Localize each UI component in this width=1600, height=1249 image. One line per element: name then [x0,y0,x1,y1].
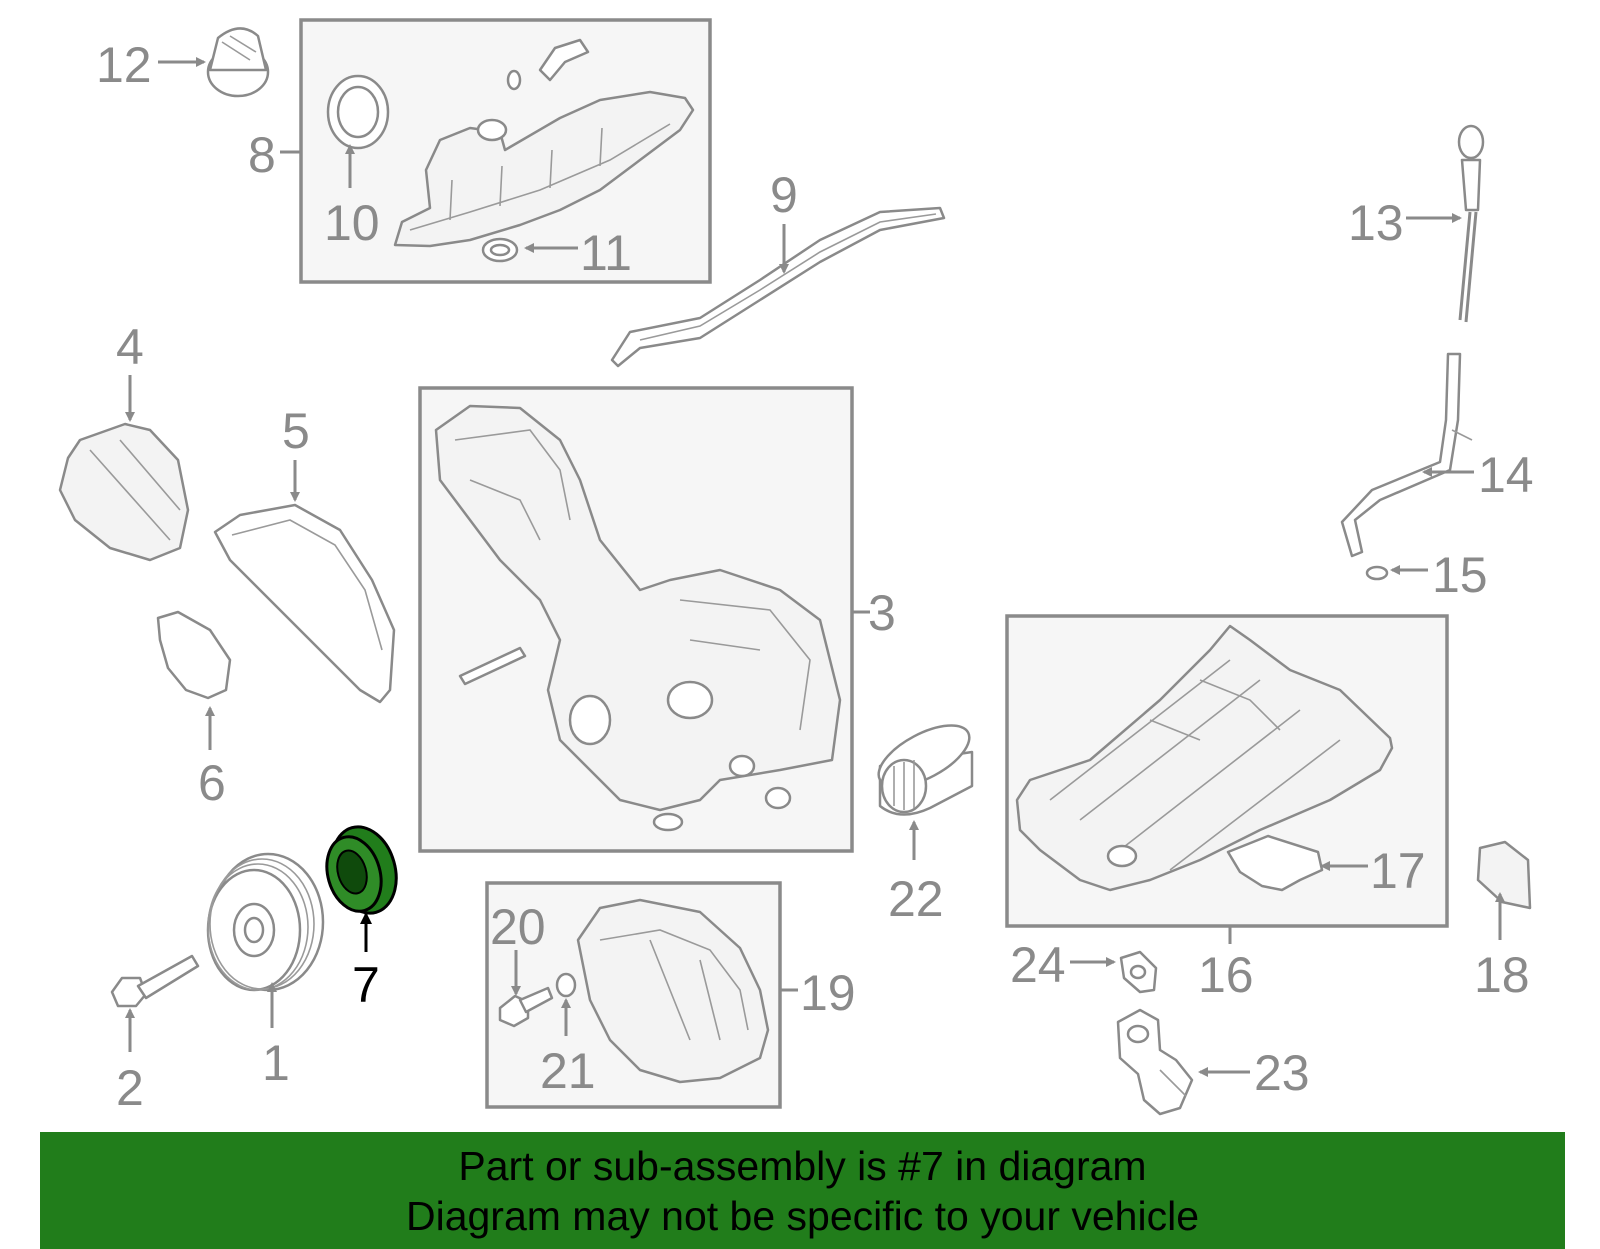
sensor-plug-icon [506,38,590,91]
callout-2: 2 [116,1060,144,1116]
bracket-18-icon [1476,840,1532,910]
oil-filler-cap-icon [206,27,270,98]
callout-18: 18 [1474,947,1530,1003]
callout-3: 3 [868,585,896,641]
seal-ring-10-icon [326,74,390,150]
leader-lines [125,57,1505,1077]
callout-16: 16 [1198,947,1254,1003]
pulley-bolt-icon [110,954,200,1008]
drain-bolt-20-icon [498,986,554,1028]
cover-gasket-5-icon [213,503,396,704]
oil-pan-lower-19-icon [576,898,770,1084]
callout-22: 22 [888,871,944,927]
callout-9: 9 [770,167,798,223]
callout-11: 11 [580,225,632,281]
callout-17: 17 [1370,843,1426,899]
callout-6: 6 [198,755,226,811]
callout-20: 20 [490,899,546,955]
washer-21-icon [555,972,577,998]
callout-7: 7 [352,957,380,1013]
callout-23: 23 [1254,1045,1310,1101]
gasket-6-icon [156,610,232,700]
valve-cover-gasket-icon [610,206,946,368]
oil-filter-icon [877,724,974,816]
callout-24: 24 [1010,937,1066,993]
front-crank-seal-7-icon [325,825,398,915]
callout-19: 19 [800,965,856,1021]
o-ring-15-icon [1365,565,1389,581]
timing-cover-4-icon [58,422,190,562]
callout-4: 4 [116,319,144,375]
callout-21: 21 [540,1043,596,1099]
callout-10: 10 [324,195,380,251]
oil-dipstick-icon [1457,124,1485,323]
seal-ring-11-icon [481,237,519,263]
oil-pan-upper-16-icon [1015,624,1394,892]
info-banner: Part or sub-assembly is #7 in diagram Di… [40,1132,1565,1249]
callout-13: 13 [1348,195,1404,251]
front-cover-3-icon [434,404,842,832]
oil-strainer-23-icon [1116,1008,1194,1116]
callout-15: 15 [1432,547,1488,603]
valve-cover-icon [393,90,695,248]
callout-5: 5 [282,403,310,459]
dipstick-tube-icon [1340,352,1473,558]
gasket-17-icon [1226,834,1324,892]
callout-14: 14 [1478,447,1534,503]
callout-8: 8 [248,127,276,183]
banner-line-disclaimer: Diagram may not be specific to your vehi… [405,1192,1199,1239]
callout-1: 1 [262,1035,290,1091]
gasket-24-icon [1119,950,1158,994]
banner-line-part-info: Part or sub-assembly is #7 in diagram [458,1142,1147,1189]
callout-12: 12 [96,37,152,93]
crank-pulley-icon [206,852,325,992]
